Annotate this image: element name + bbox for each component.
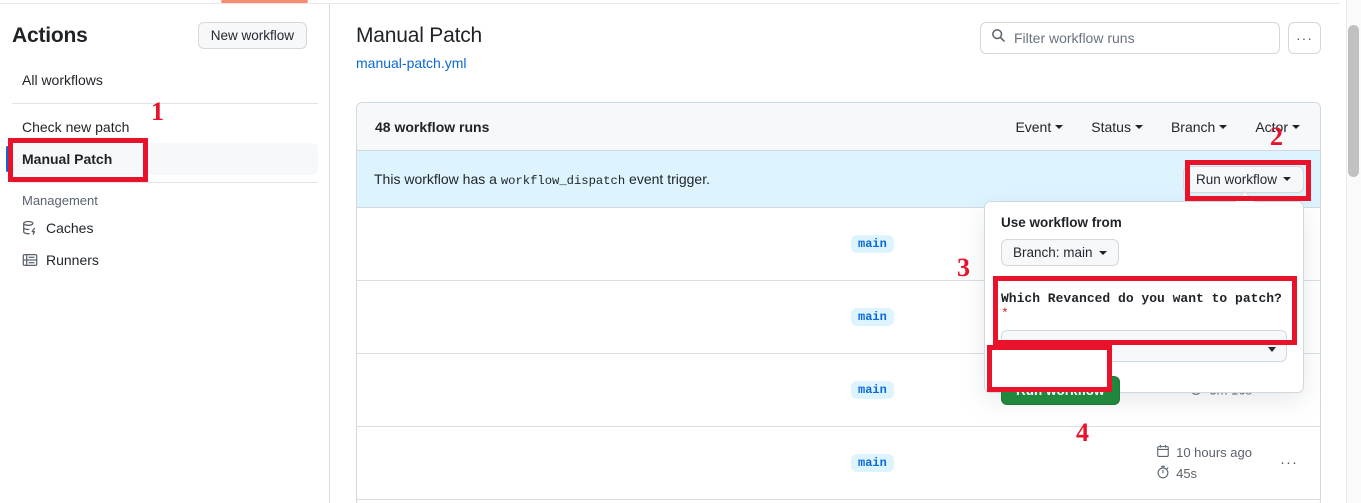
dispatch-event-code: workflow_dispatch [500,173,626,188]
sidebar-divider [12,182,318,183]
branch-selector-button[interactable]: Branch: main [1001,239,1119,266]
search-input[interactable]: Filter workflow runs [980,22,1280,54]
sidebar-item-label: Manual Patch [22,151,113,167]
filter-label: Actor [1255,118,1288,135]
run-timestamp: 10 hours ago [1156,444,1252,461]
sidebar-item-label: Check new patch [22,119,130,135]
sidebar-item-label: Caches [46,220,94,236]
filter-event[interactable]: Event [1015,118,1064,135]
workflow-runs-panel: 48 workflow runs Event Status Branch [356,102,1321,503]
run-workflow-label: Run workflow [1195,171,1277,187]
runs-filters: Event Status Branch Actor [1015,119,1306,135]
search-icon [991,28,1006,48]
branch-badge[interactable]: main [851,454,894,472]
new-workflow-button[interactable]: New workflow [197,22,307,49]
sidebar-header: Actions New workflow [12,22,307,49]
revanced-select-value: Revanced [1012,338,1076,354]
run-workflow-dropdown-button[interactable]: Run workflow [1182,165,1304,193]
chevron-down-icon [1283,177,1291,181]
run-metadata: 10 hours ago 45s [1156,444,1252,482]
calendar-icon [1156,444,1170,461]
filter-actor[interactable]: Actor [1255,119,1300,135]
actions-sidebar: Actions New workflow All workflows Check… [0,4,330,503]
chevron-down-icon [1219,124,1228,129]
sidebar-item-all-workflows[interactable]: All workflows [12,64,318,96]
branch-selector-label: Branch: main [1013,245,1093,260]
active-tab-indicator [221,0,308,3]
header-divider [0,3,1340,4]
sidebar-divider [12,103,318,104]
workflow-input-label: Which Revanced do you want to patch? * [985,280,1303,321]
branch-badge[interactable]: main [851,381,894,399]
use-workflow-from-section: Use workflow from Branch: main [985,202,1303,280]
workflow-runs-count: 48 workflow runs [375,118,490,135]
sidebar-item-check-new-patch[interactable]: Check new patch [12,111,318,143]
run-timestamp-text: 10 hours ago [1176,445,1252,460]
sidebar-group-management: Management [22,193,98,208]
scrollbar-thumb[interactable] [1348,25,1359,177]
page-scrollbar[interactable] [1346,0,1361,503]
filter-label: Branch [1170,118,1216,135]
run-workflow-dropdown-panel: Use workflow from Branch: main Which Rev… [984,191,1304,405]
submit-run-workflow-button[interactable]: Run workflow [1001,376,1120,405]
select-arrows-icon [1268,340,1276,352]
filter-status[interactable]: Status [1091,119,1143,135]
stopwatch-icon [1156,465,1170,482]
workflow-input-label-text: Which Revanced do you want to patch? [1001,291,1282,306]
table-row[interactable]: main 10 hours ago [357,427,1320,500]
filter-branch[interactable]: Branch [1170,118,1228,135]
sidebar-nav: All workflows Check new patch Manual Pat… [0,64,330,276]
filter-label: Status [1091,118,1131,135]
sidebar-item-runners[interactable]: Runners [12,244,318,276]
toolbar-right: Filter workflow runs ··· [980,22,1321,54]
chevron-down-icon [1055,124,1064,129]
run-duration: 45s [1156,465,1252,482]
server-icon [22,252,38,268]
branch-badge[interactable]: main [851,235,894,253]
required-marker: * [1001,306,1009,321]
use-workflow-from-label: Use workflow from [1001,215,1122,230]
revanced-select[interactable]: Revanced [1001,330,1287,362]
cache-icon [22,220,38,236]
runs-panel-header: 48 workflow runs Event Status Branch [357,103,1320,151]
sidebar-title: Actions [12,23,88,47]
branch-badge[interactable]: main [851,308,894,326]
workflow-file-link[interactable]: manual-patch.yml [356,55,467,71]
sidebar-item-manual-patch[interactable]: Manual Patch [6,143,318,175]
sidebar-item-label: Runners [46,252,99,268]
filter-label: Event [1015,118,1052,135]
workflow-dispatch-banner: This workflow has a workflow_dispatch ev… [357,151,1320,208]
search-placeholder: Filter workflow runs [1014,30,1135,46]
dispatch-text-before: This workflow has a [374,170,501,187]
page-title: Manual Patch [356,24,483,47]
sidebar-item-caches[interactable]: Caches [12,212,318,244]
chevron-down-icon [1134,124,1143,129]
chevron-down-icon [1292,124,1300,129]
run-duration-text: 45s [1176,466,1198,481]
sidebar-item-label: All workflows [22,72,103,88]
chevron-down-icon [1098,250,1107,255]
dispatch-banner-text: This workflow has a workflow_dispatch ev… [374,171,710,188]
overflow-menu-button[interactable]: ··· [1288,22,1321,54]
dispatch-text-after: event trigger. [625,170,710,187]
